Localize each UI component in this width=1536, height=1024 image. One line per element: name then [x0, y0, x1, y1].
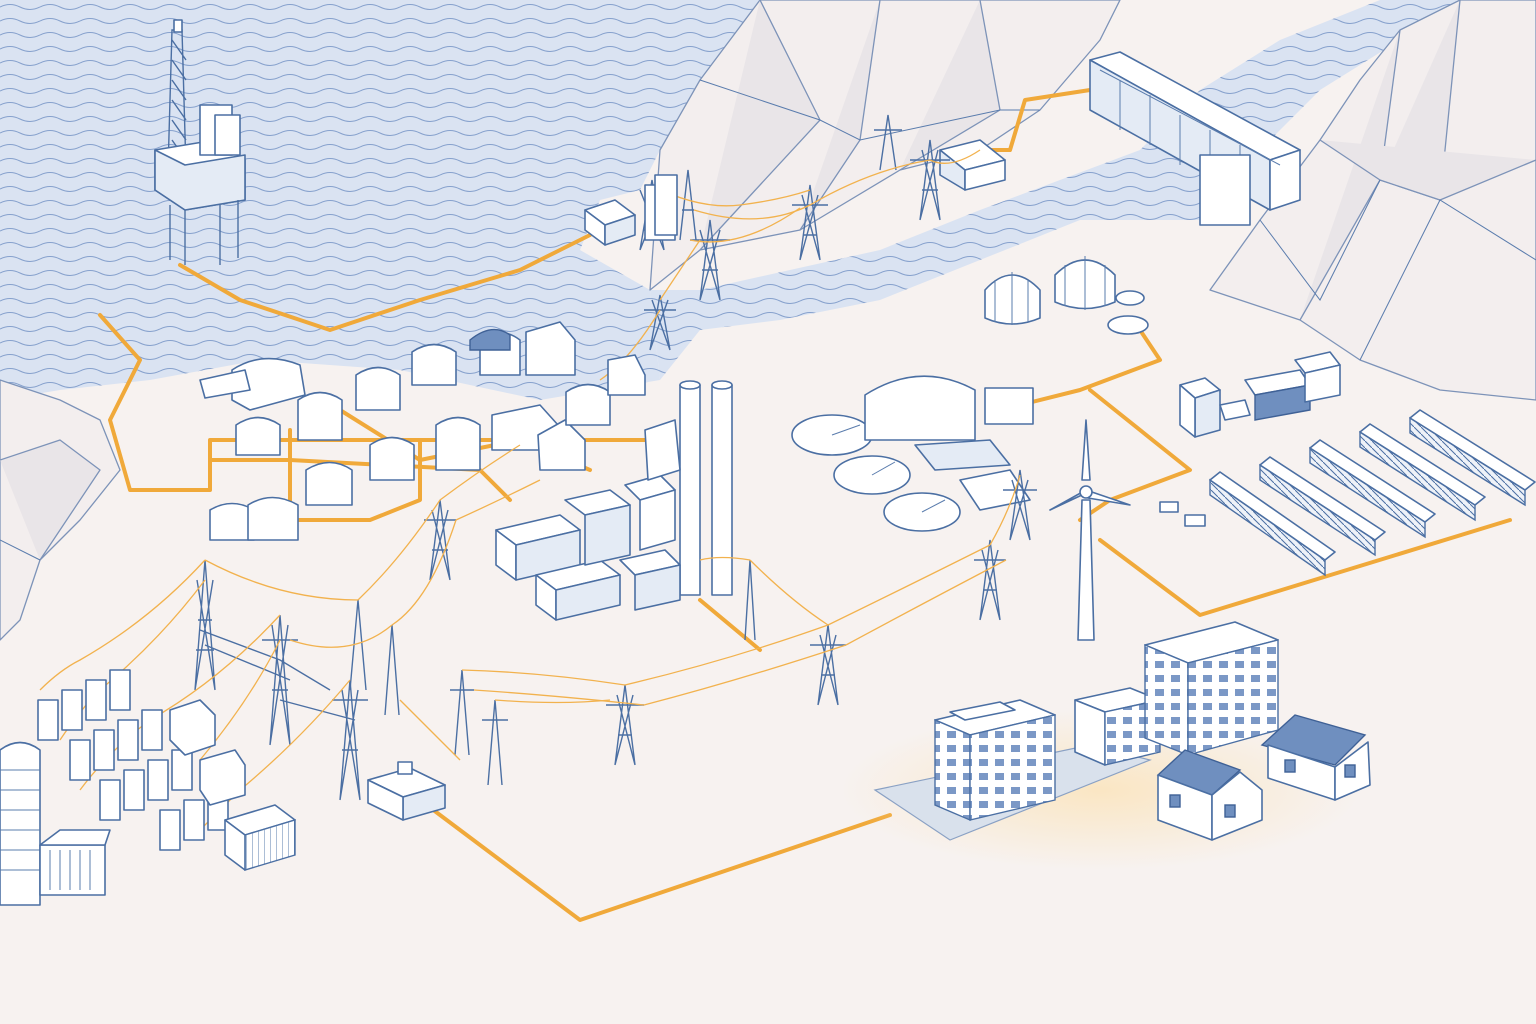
dam-intake-building: [939, 139, 1006, 191]
house-right: [1260, 714, 1371, 801]
silo-tank: [0, 741, 111, 906]
substation-control-box: [367, 761, 446, 821]
offshore-oil-platform-icon: [154, 19, 246, 265]
wind-turbine-icon: [1049, 419, 1131, 641]
dam-outbuildings: [584, 174, 678, 246]
power-plant-chimney-icon: [679, 380, 733, 596]
hydroelectric-dam-icon: [1089, 51, 1301, 226]
control-buildings: [1179, 351, 1341, 438]
house-icon: [1156, 749, 1263, 841]
mountains-east: [1209, 0, 1536, 401]
power-plant-blocks: [495, 419, 681, 621]
warehouse-icon: [199, 321, 646, 541]
river: [650, 0, 1536, 380]
substation-transformers: [37, 669, 296, 871]
electrical-substation-icon: [37, 499, 461, 871]
office-tower: [1144, 621, 1279, 757]
mid-power-lines: [439, 444, 1021, 706]
solar-panel-row-icon: [1159, 409, 1536, 577]
water-treatment-clarifier-icon: [791, 414, 961, 532]
pipeline-network: [98, 88, 1512, 922]
storage-tank-icon: [984, 256, 1149, 335]
mid-transmission-towers: [424, 469, 1037, 786]
sea: [0, 0, 760, 400]
mountains-west: [0, 379, 121, 641]
office-building-icon: [934, 699, 1056, 822]
